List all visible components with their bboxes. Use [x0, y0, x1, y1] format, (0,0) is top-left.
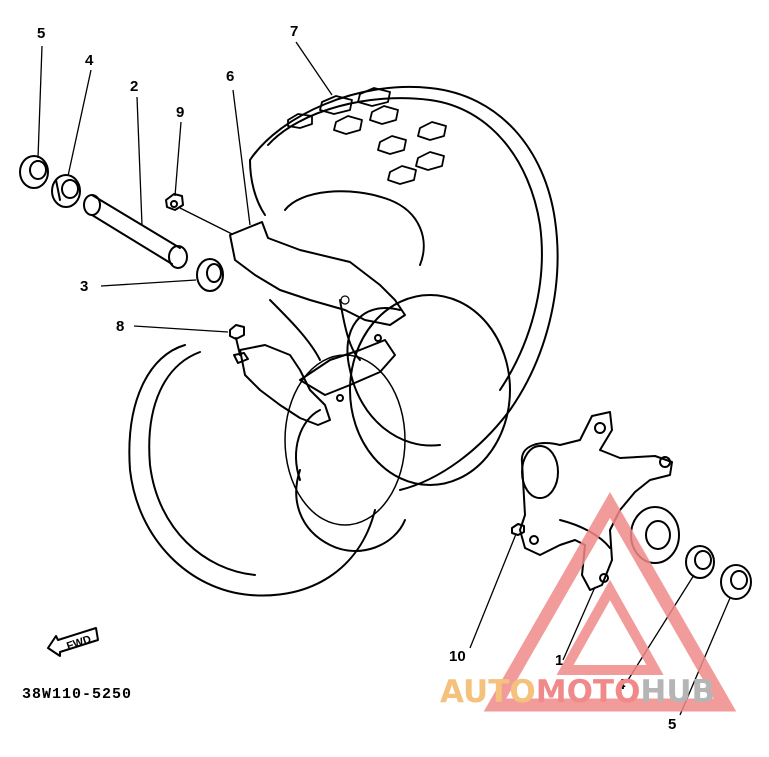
bearing-left: [51, 174, 81, 208]
callout-3: 3: [80, 278, 89, 295]
front-hub: [519, 411, 680, 591]
callout-5-left: 5: [37, 25, 46, 42]
watermark-text: AUTOMOTOHUB: [440, 674, 715, 710]
forward-arrow-icon: FWD: [46, 626, 104, 658]
callout-1: 1: [555, 652, 564, 669]
nut: [165, 193, 184, 211]
callout-5-right: 5: [668, 716, 677, 733]
bearing-right: [685, 545, 715, 579]
callout-8: 8: [116, 318, 125, 335]
tire-front-half: [128, 344, 406, 597]
callout-9: 9: [176, 104, 185, 121]
callout-6: 6: [226, 68, 235, 85]
watermark-part-auto: AUTO: [440, 674, 536, 710]
leader-lines: [37, 41, 731, 716]
collar: [83, 194, 188, 269]
callout-2: 2: [130, 78, 139, 95]
callout-10: 10: [449, 648, 466, 665]
watermark-part-hub: HUB: [640, 674, 716, 710]
bolt: [511, 523, 525, 536]
oil-seal-left: [19, 155, 49, 189]
callout-7: 7: [290, 23, 299, 40]
part-code: 38W110-5250: [22, 686, 133, 703]
watermark-part-moto: MOTO: [535, 674, 641, 710]
tire-back-half: [249, 85, 559, 491]
spacer-3: [196, 258, 224, 292]
valve-stem: [229, 324, 249, 364]
tread-blocks: [287, 87, 447, 185]
wheel-rim: [229, 221, 406, 426]
oil-seal-right: [720, 564, 752, 600]
callout-4-left: 4: [85, 52, 94, 69]
